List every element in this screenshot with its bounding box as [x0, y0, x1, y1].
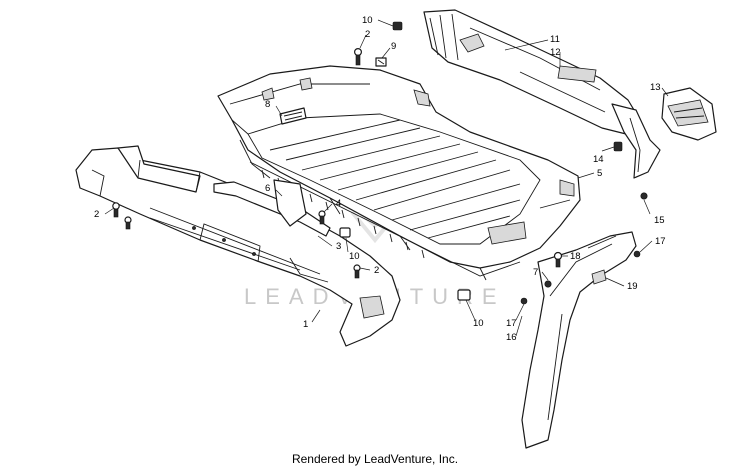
clip-10-bottom: [457, 289, 471, 301]
cargo-bed: [217, 65, 581, 281]
clip-9: [375, 57, 387, 67]
callout-13: 13: [650, 82, 661, 93]
callout-11: 11: [550, 34, 560, 45]
clip-10-mid: [339, 227, 351, 238]
left-side-panel: [75, 145, 401, 347]
callout-3: 3: [336, 241, 341, 252]
callout-2-top: 2: [365, 29, 370, 40]
callout-2-left: 2: [94, 209, 99, 220]
callout-8: 8: [265, 99, 270, 110]
footer-credit: Rendered by LeadVenture, Inc.: [291, 452, 459, 466]
callout-15: 15: [654, 215, 665, 226]
callout-19: 19: [627, 281, 638, 292]
rear-upper-panel: [423, 9, 641, 136]
fastener-17-bottom: [520, 297, 528, 305]
fastener-2-left-b: [124, 216, 132, 230]
fastener-2-left: [112, 202, 120, 218]
fastener-2-bottom: [353, 264, 361, 279]
callout-10-mid: 10: [349, 251, 360, 262]
right-side-bracket: [611, 103, 661, 179]
fastener-2-top: [354, 47, 363, 66]
callout-17-right: 17: [655, 236, 666, 247]
callout-18: 18: [570, 251, 581, 262]
right-side-panel: [521, 231, 637, 449]
callout-7: 7: [533, 267, 538, 278]
callout-5: 5: [597, 168, 602, 179]
callout-2-bottom: 2: [374, 265, 379, 276]
fastener-14: [613, 141, 623, 152]
fastener-15: [640, 192, 648, 200]
rail-strip: [213, 181, 331, 237]
fastener-4: [318, 210, 326, 225]
fastener-18: [553, 251, 563, 268]
fastener-17-right: [633, 250, 641, 258]
fastener-7: [544, 280, 552, 288]
fastener-10-top: [392, 21, 403, 31]
callout-17-bottom: 17: [506, 318, 517, 329]
leader-lines: [104, 19, 669, 337]
callout-4: 4: [336, 198, 341, 209]
callout-16: 16: [506, 332, 517, 343]
callout-12: 12: [550, 47, 561, 58]
callout-1: 1: [303, 319, 308, 330]
callout-10-bottom: 10: [473, 318, 484, 329]
mud-flap: [273, 179, 307, 227]
callout-6: 6: [265, 183, 270, 194]
callout-14: 14: [593, 154, 604, 165]
callout-9: 9: [391, 41, 396, 52]
taillight: [661, 87, 717, 141]
callout-10-top: 10: [362, 15, 373, 26]
